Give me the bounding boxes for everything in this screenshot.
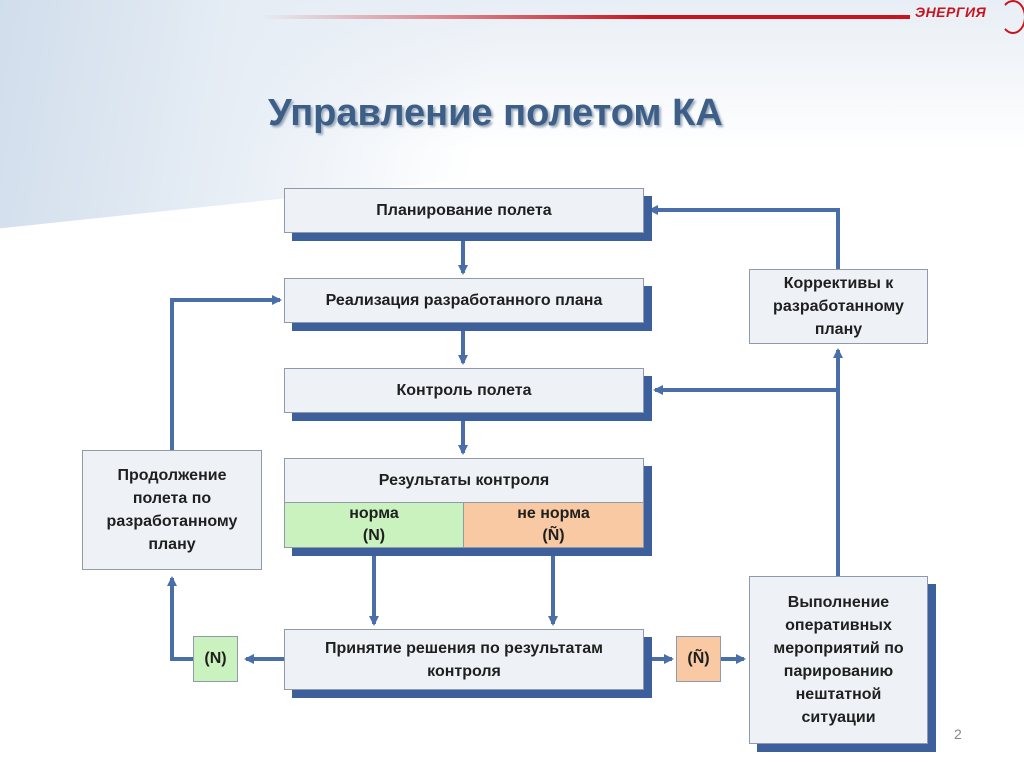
company-logo: ЭНЕРГИЯ [915, 4, 987, 20]
decision-label: Принятие решения по результатам контроля [324, 639, 603, 680]
continuation-label: Продолжение полета по разработанному пла… [106, 467, 238, 553]
not-norm-code: (Ñ) [542, 527, 565, 544]
continuation-box: Продолжение полета по разработанному пла… [82, 450, 262, 570]
header-stripe [260, 15, 910, 19]
implementation-label: Реализация разработанного плана [325, 292, 603, 309]
tag-not-n: (Ñ) [676, 636, 721, 682]
planning-label: Планирование полета [376, 202, 552, 219]
control-box: Контроль полета [284, 368, 644, 413]
norm-cell: норма (N) [284, 502, 464, 548]
corrections-label: Коррективы к разработанному плану [773, 275, 904, 338]
page-number: 2 [954, 726, 962, 742]
arrow-corrections-to-planning [648, 205, 840, 269]
arrow-continuation-to-impl [170, 295, 282, 450]
planning-box: Планирование полета [284, 188, 644, 233]
tag-n: (N) [193, 636, 238, 682]
implementation-box: Реализация разработанного плана [284, 278, 644, 323]
operations-label: Выполнение оперативных мероприятий по па… [773, 594, 904, 726]
tag-n-label: (N) [204, 650, 227, 667]
control-label: Контроль полета [396, 382, 532, 399]
not-norm-label: не норма [517, 505, 590, 522]
logo-swoosh-icon [1000, 0, 1024, 34]
norm-label: норма [349, 505, 399, 522]
operations-box: Выполнение оперативных мероприятий по па… [749, 576, 928, 744]
tag-not-n-label: (Ñ) [687, 650, 710, 667]
norm-code: (N) [362, 527, 386, 544]
not-norm-cell: не норма (Ñ) [463, 502, 644, 548]
decision-box: Принятие решения по результатам контроля [284, 629, 644, 690]
results-label: Результаты контроля [378, 472, 550, 489]
corrections-box: Коррективы к разработанному плану [749, 269, 928, 344]
arrow-n-to-continuation [167, 576, 193, 661]
page-title: Управление полетом КА [268, 92, 723, 134]
